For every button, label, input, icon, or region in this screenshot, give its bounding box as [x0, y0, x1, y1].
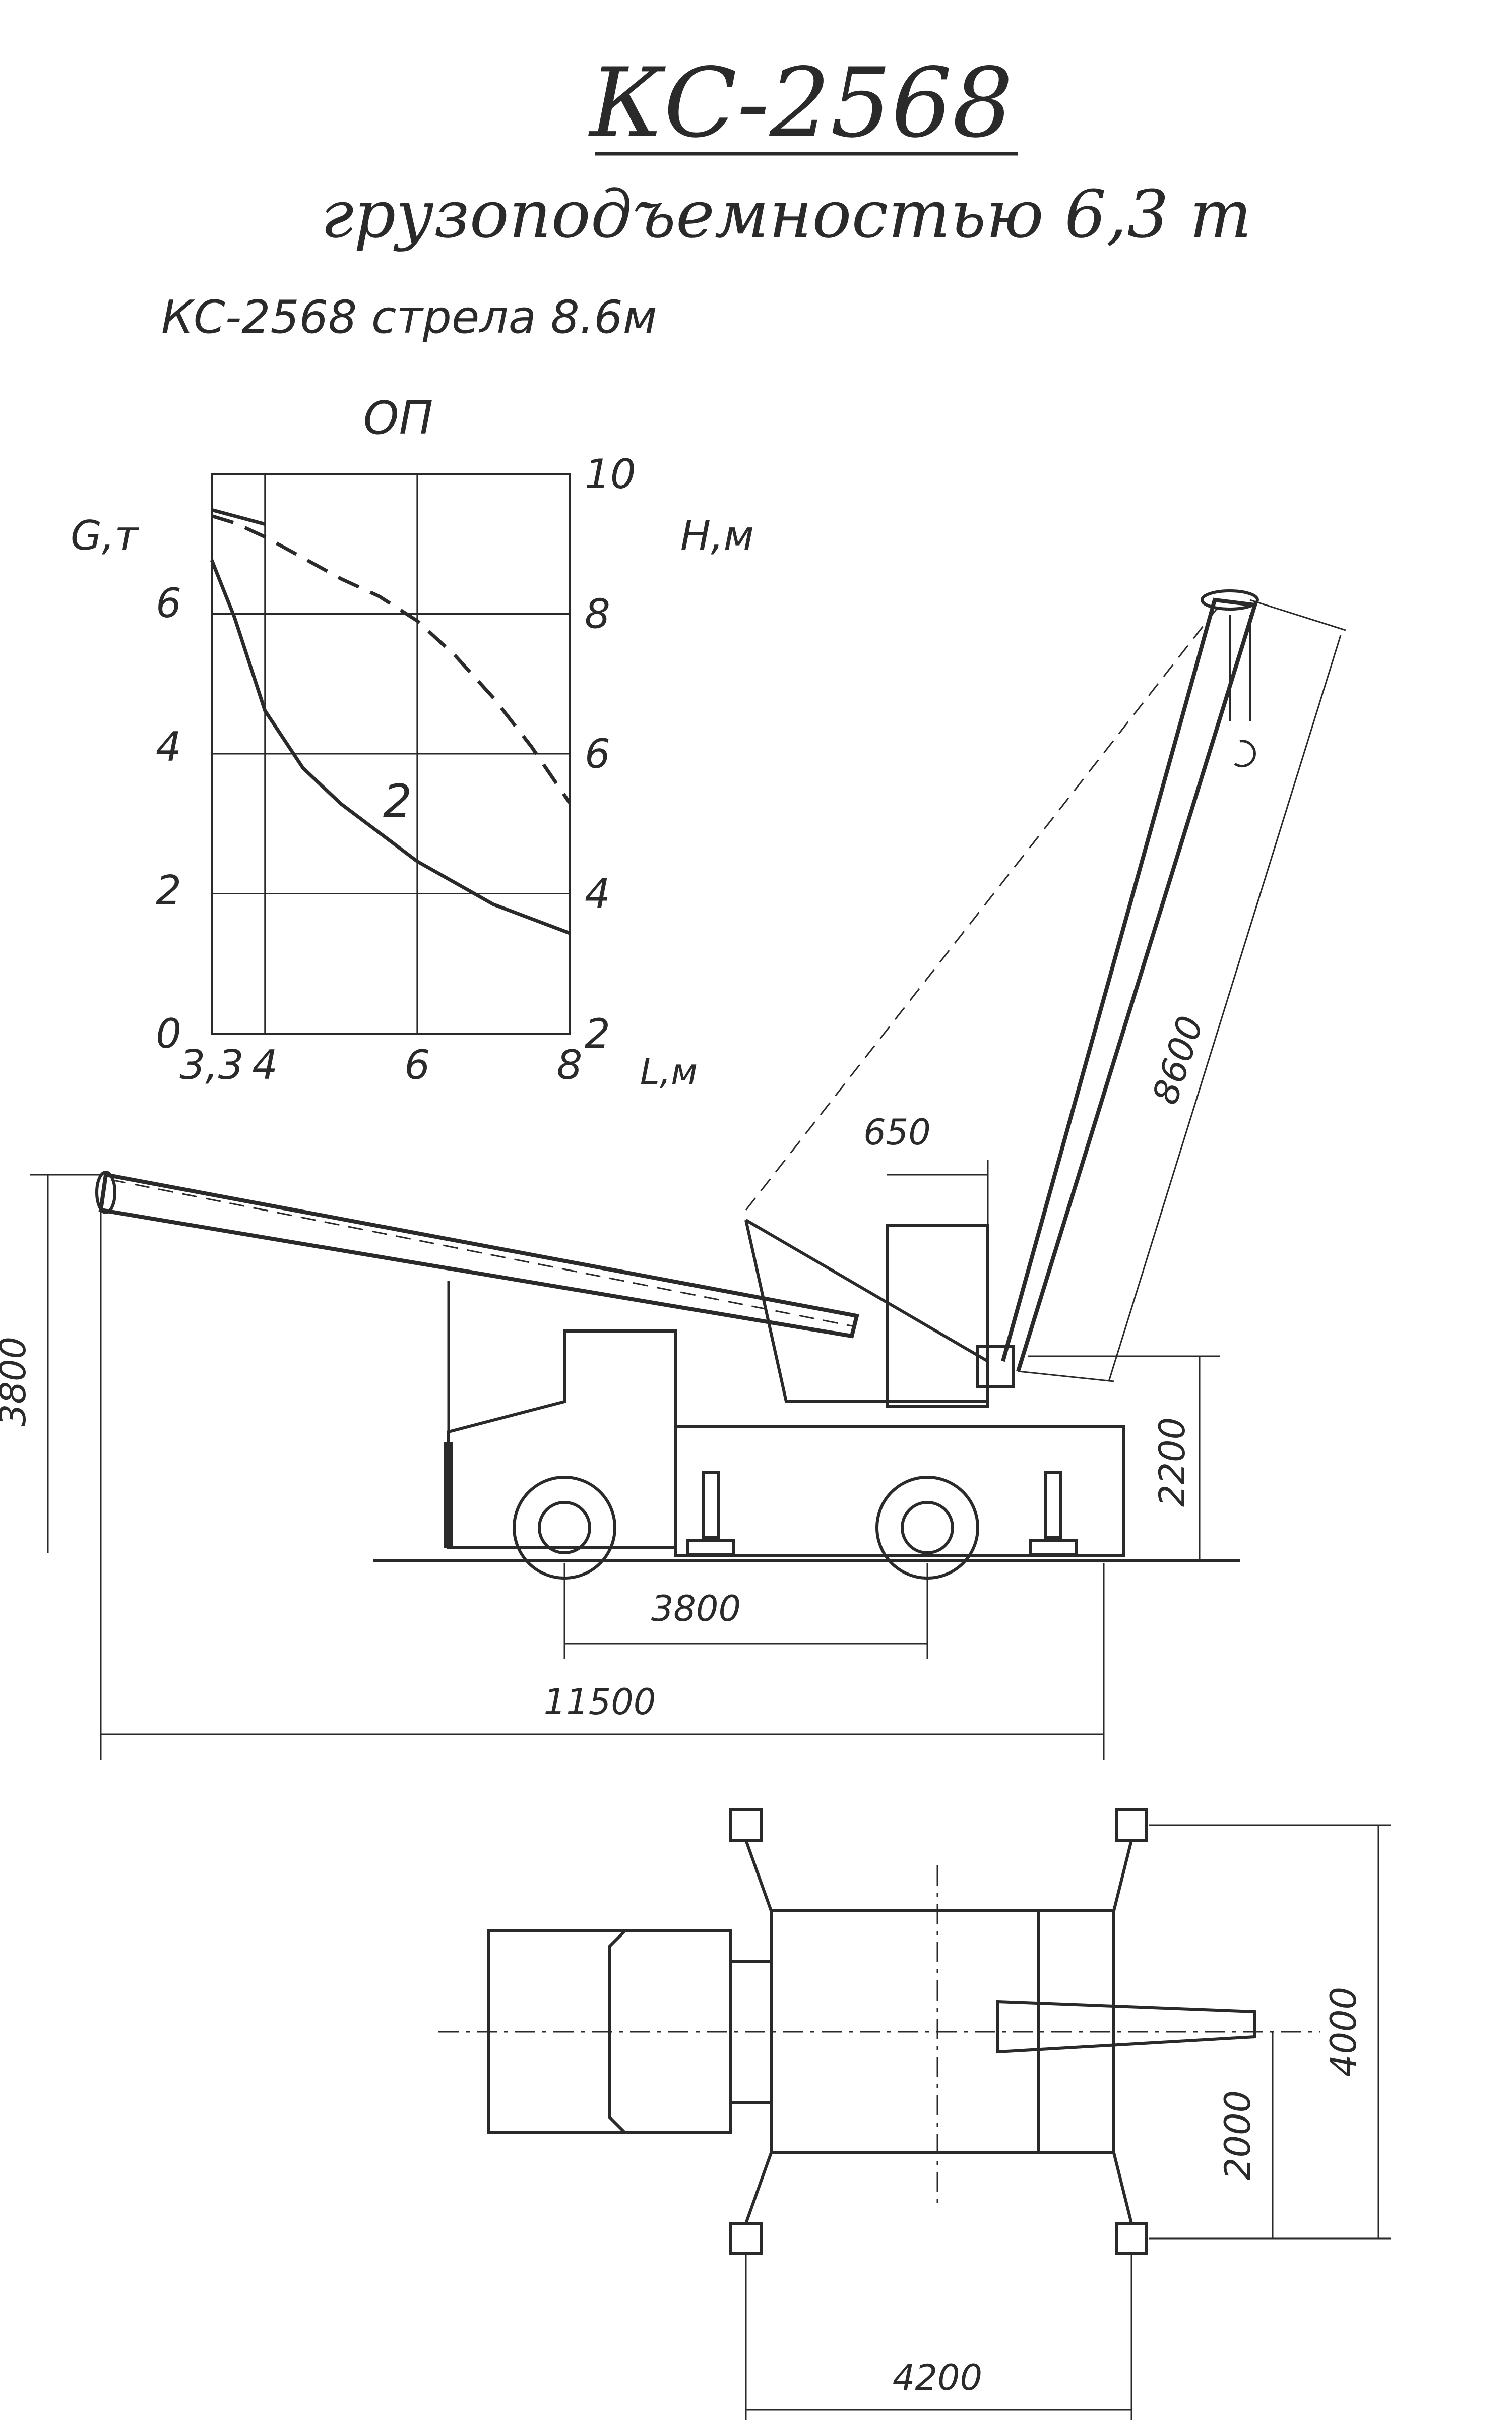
rear-wheel: [875, 1476, 979, 1580]
outrigger-span-length-dim: 4200: [893, 2357, 982, 2398]
hoist-rope: [1229, 615, 1251, 721]
chart-series: [210, 508, 571, 935]
outrigger-pad-fl: [729, 1808, 763, 1842]
y-left-tick-label: 6: [156, 580, 181, 627]
outrigger-pad-front: [686, 1539, 735, 1556]
outrigger-span-width-dim: 4000: [1323, 1987, 1364, 2077]
platform-plan: [770, 1909, 1040, 2154]
transport-height-dim: 3800: [0, 1337, 34, 1426]
chart-top-label: ОП: [363, 392, 433, 445]
outrigger-pad-rear: [1029, 1539, 1078, 1556]
boom-length-ext-bottom: [1018, 1370, 1114, 1382]
x-tick-label: 3,3: [179, 1042, 243, 1088]
x-tick-label: 4: [252, 1042, 278, 1088]
outrigger-front: [702, 1471, 720, 1539]
outrigger-rear: [1044, 1471, 1062, 1539]
platform-height-dim: 2200: [1152, 1417, 1193, 1507]
front-hub: [538, 1501, 591, 1554]
outrigger-pad-rr: [1115, 2222, 1148, 2255]
rear-platform-plan: [1037, 1909, 1115, 2154]
counterweight-frame: [744, 1220, 988, 1403]
boom-pivot: [976, 1345, 1015, 1388]
y-right-tick-label: 4: [585, 871, 610, 918]
series-line-1: [210, 559, 571, 935]
outrigger-pad-rl: [1115, 1808, 1148, 1842]
chart-grid: [211, 473, 571, 1035]
y-left-tick-label: 4: [156, 723, 181, 770]
y-right-tick-label: 2: [585, 1010, 610, 1057]
chart-frame: [211, 473, 571, 1035]
x-tick-label: 6: [404, 1042, 430, 1088]
y-right-tick-label: 6: [585, 731, 610, 777]
chart-caption: КС-2568 стрела 8.6м: [161, 291, 657, 344]
boom-length-dim: 8600: [1145, 1011, 1212, 1109]
truck-cab: [447, 1329, 677, 1549]
overall-length-dim: 11500: [544, 1681, 656, 1723]
x-axis-label: L,м: [640, 1051, 698, 1093]
outrigger-pad-fr: [729, 2222, 763, 2255]
drawing-subtitle: грузоподъемностью 6,3 т: [321, 176, 1251, 253]
y-left-tick-label: 2: [156, 867, 181, 914]
slewing-housing: [886, 1224, 989, 1408]
frame-brace: [745, 1219, 989, 1363]
curve-label: 2: [383, 775, 412, 828]
y-left-tick-label: 0: [156, 1010, 181, 1057]
drawing-title: КС-2568: [588, 47, 1013, 159]
y-left-label: G,т: [71, 512, 139, 559]
boom-length-dim-line: [1108, 635, 1342, 1382]
boom-axis-dash: [110, 1179, 852, 1327]
column-offset-dim: 650: [863, 1112, 931, 1153]
cab-plan: [487, 1929, 732, 2134]
cab-link-plan: [729, 1960, 773, 2104]
series-line-3: [211, 508, 266, 526]
rear-hub: [901, 1501, 954, 1554]
hook: [1234, 740, 1256, 768]
wheelbase-dim: 3800: [651, 1588, 741, 1629]
outrigger-beams-plan: [744, 1839, 1133, 2224]
boom-plan: [996, 2000, 1256, 2054]
transport-boom: [98, 1172, 859, 1339]
transport-boom-head: [95, 1171, 116, 1214]
half-width-dim: 2000: [1217, 2090, 1258, 2180]
working-boom: [1001, 597, 1258, 1372]
windshield-plan: [608, 1929, 626, 2134]
y-right-tick-label: 10: [585, 451, 636, 498]
front-wheel: [513, 1476, 616, 1580]
x-tick-label: 8: [557, 1042, 583, 1088]
reach-dash-line: [745, 604, 1221, 1211]
boom-head: [1201, 589, 1259, 611]
boom-length-ext-top: [1249, 599, 1346, 631]
y-right-tick-label: 8: [585, 591, 610, 638]
series-line-2: [211, 514, 571, 804]
y-right-label: Н,м: [680, 512, 754, 559]
title-block: КС-2568 грузоподъемностью 6,3 т КС-2568 …: [161, 47, 1252, 344]
chassis-platform: [674, 1425, 1125, 1557]
